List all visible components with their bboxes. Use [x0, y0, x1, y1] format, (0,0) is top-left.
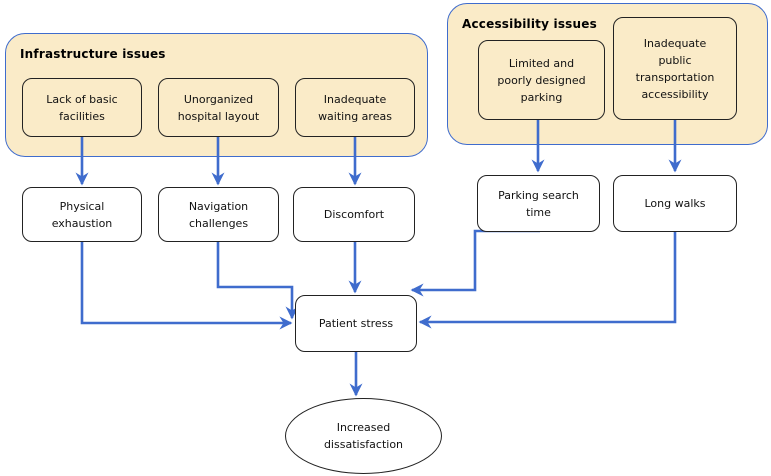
node-unorganized-hospital-layout-label: Unorganized hospital layout [177, 92, 260, 123]
node-navigation-challenges: Navigation challenges [158, 187, 279, 242]
group-infrastructure-title: Infrastructure issues [20, 47, 166, 61]
node-inadequate-waiting-areas-label: Inadequate waiting areas [318, 92, 392, 123]
node-discomfort-label: Discomfort [323, 208, 385, 221]
node-increased-dissatisfaction: Increased dissatisfaction [285, 398, 442, 474]
node-lack-of-basic-facilities: Lack of basic facilities [22, 78, 142, 137]
edge-navigation-challenges-to-patient-stress [216, 242, 299, 320]
node-long-walks-label: Long walks [644, 197, 706, 210]
node-patient-stress: Patient stress [295, 295, 417, 352]
node-increased-dissatisfaction-label: Increased dissatisfaction [323, 421, 404, 451]
edge-long-walks-to-patient-stress [418, 232, 677, 329]
node-parking-search-time: Parking search time [477, 175, 600, 232]
node-parking-search-time-label: Parking search time [498, 188, 579, 219]
node-limited-and-poorly-designed-parking: Limited and poorly designed parking [478, 40, 605, 120]
node-patient-stress-label: Patient stress [318, 317, 394, 330]
node-inadequate-waiting-areas: Inadequate waiting areas [295, 78, 415, 137]
node-discomfort: Discomfort [293, 187, 415, 242]
node-limited-parking-label: Limited and poorly designed parking [497, 56, 586, 104]
node-unorganized-hospital-layout: Unorganized hospital layout [158, 78, 279, 137]
node-navigation-challenges-label: Navigation challenges [188, 199, 249, 230]
node-physical-exhaustion-label: Physical exhaustion [51, 199, 113, 230]
edge-physical-exhaustion-to-patient-stress [80, 242, 293, 330]
node-lack-of-basic-facilities-label: Lack of basic facilities [46, 92, 118, 123]
node-inadequate-transport-label: Inadequate public transportation accessi… [635, 36, 715, 101]
node-physical-exhaustion: Physical exhaustion [22, 187, 142, 242]
edge-parking-search-time-to-patient-stress [410, 229, 540, 297]
node-long-walks: Long walks [613, 175, 737, 232]
group-accessibility-title: Accessibility issues [462, 17, 597, 31]
node-inadequate-public-transportation-accessibility: Inadequate public transportation accessi… [613, 17, 737, 120]
